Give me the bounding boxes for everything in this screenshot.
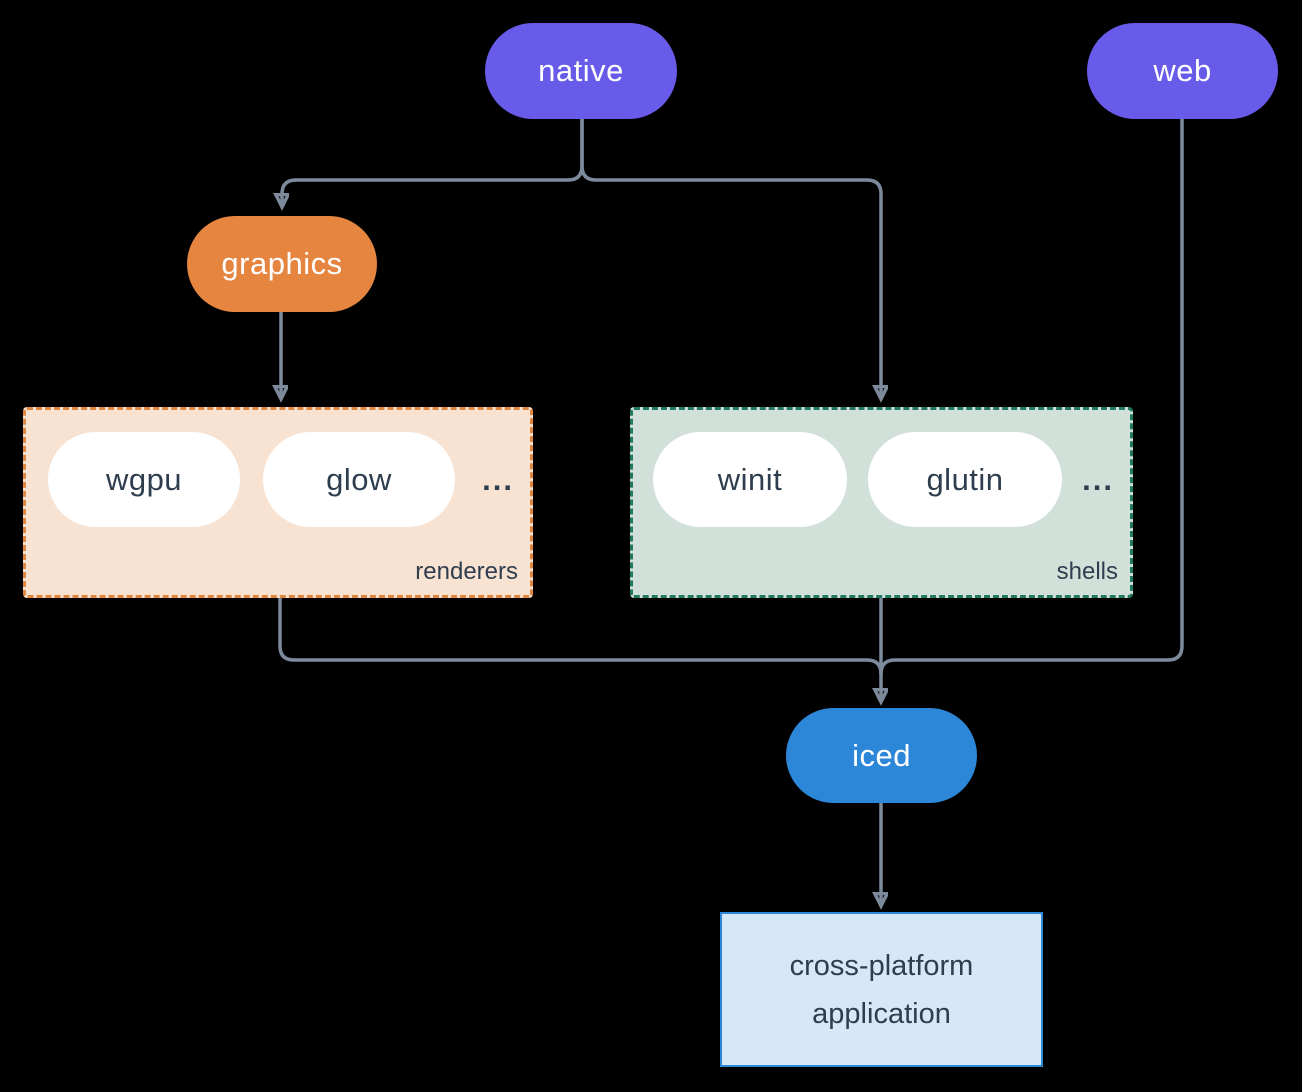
node-web: web: [1087, 23, 1278, 119]
node-iced: iced: [786, 708, 977, 803]
edge-renderers-merge: [278, 598, 883, 675]
renderers-label: renderers: [415, 558, 518, 585]
shells-ellipsis: ...: [1082, 461, 1114, 497]
renderers-ellipsis: ...: [482, 461, 514, 497]
group-renderers: wgpu glow ... renderers: [23, 407, 533, 598]
edge-native-graphics: [282, 119, 584, 206]
shells-label: shells: [1056, 558, 1118, 585]
pill-glutin: glutin: [868, 432, 1062, 527]
pill-glow: glow: [263, 432, 455, 527]
node-native: native: [485, 23, 677, 119]
edge-native-shells: [580, 119, 881, 398]
pill-wgpu: wgpu: [48, 432, 240, 527]
node-graphics: graphics: [187, 216, 377, 312]
group-shells: winit glutin ... shells: [630, 407, 1133, 598]
pill-winit: winit: [653, 432, 847, 527]
node-cross-platform-application: cross-platform application: [720, 912, 1043, 1067]
